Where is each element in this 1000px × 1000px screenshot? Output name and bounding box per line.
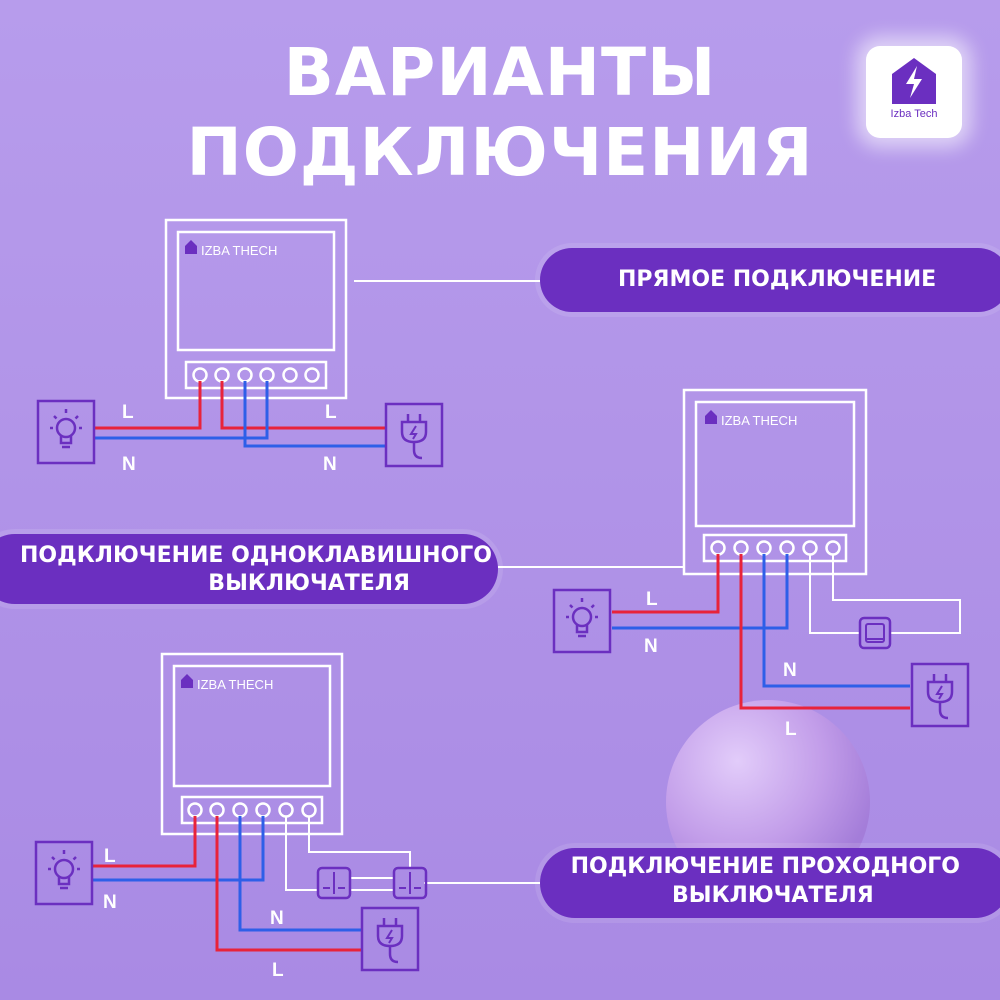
scheme-single-switch: IZBA THECH L N N L: [498, 388, 970, 740]
svg-text:N: N: [103, 892, 117, 913]
title-line-2: ПОДКЛЮЧЕНИЯ: [186, 114, 814, 191]
svg-text:L: L: [104, 846, 116, 867]
svg-text:L: L: [325, 402, 337, 423]
title-line-1: ВАРИАНТЫ: [283, 34, 717, 111]
svg-text:L: L: [122, 402, 134, 423]
scheme-direct: IZBA THECH L N L N: [36, 218, 540, 475]
svg-text:L: L: [785, 719, 797, 740]
terminal-block: [702, 533, 848, 563]
label-pass-through-line-2: ВЫКЛЮЧАТЕЛЯ: [672, 883, 874, 908]
plug-icon: [910, 662, 970, 728]
terminal-block: [184, 360, 328, 390]
label-single-switch: ПОДКЛЮЧЕНИЕ ОДНОКЛАВИШНОГО ВЫКЛЮЧАТЕЛЯ: [0, 534, 498, 604]
label-single-switch-line-2: ВЫКЛЮЧАТЕЛЯ: [208, 571, 410, 596]
logo: Izba Tech: [862, 46, 966, 138]
svg-text:IZBA THECH: IZBA THECH: [197, 677, 273, 692]
scheme-pass-through-switch: IZBA THECH L N: [34, 652, 540, 981]
relay-module: [164, 218, 348, 400]
label-single-switch-line-1: ПОДКЛЮЧЕНИЕ ОДНОКЛАВИШНОГО: [20, 543, 492, 568]
label-direct-connection: ПРЯМОЕ ПОДКЛЮЧЕНИЕ: [540, 248, 1000, 312]
svg-text:N: N: [783, 660, 797, 681]
relay-module: [160, 652, 344, 836]
plug-icon: [384, 402, 444, 468]
logo-name: Izba Tech: [890, 108, 938, 120]
svg-text:N: N: [644, 636, 658, 657]
switch-icon: [316, 866, 352, 900]
brand-house-icon: [705, 410, 717, 424]
label-pass-through-switch: ПОДКЛЮЧЕНИЕ ПРОХОДНОГО ВЫКЛЮЧАТЕЛЯ: [540, 848, 1000, 918]
switch-icon: [858, 616, 892, 650]
svg-text:L: L: [646, 589, 658, 610]
lamp-icon: [552, 588, 612, 654]
switch-icon: [392, 866, 428, 900]
label-direct-text: ПРЯМОЕ ПОДКЛЮЧЕНИЕ: [618, 267, 937, 292]
brand-label: IZBA THECH: [201, 243, 277, 258]
svg-text:IZBA THECH: IZBA THECH: [721, 413, 797, 428]
lightning-icon: [906, 66, 922, 98]
brand-house-icon: [181, 674, 193, 688]
relay-module: [682, 388, 868, 576]
label-pass-through-line-1: ПОДКЛЮЧЕНИЕ ПРОХОДНОГО: [570, 854, 960, 879]
svg-text:L: L: [272, 960, 284, 981]
plug-icon: [360, 906, 420, 972]
svg-text:N: N: [270, 908, 284, 929]
brand-house-icon: [185, 240, 197, 254]
terminal-block: [180, 795, 324, 825]
svg-text:N: N: [323, 454, 337, 475]
lamp-icon: [34, 840, 94, 906]
svg-text:N: N: [122, 454, 136, 475]
house-icon: [892, 58, 936, 104]
lamp-icon: [36, 399, 96, 465]
